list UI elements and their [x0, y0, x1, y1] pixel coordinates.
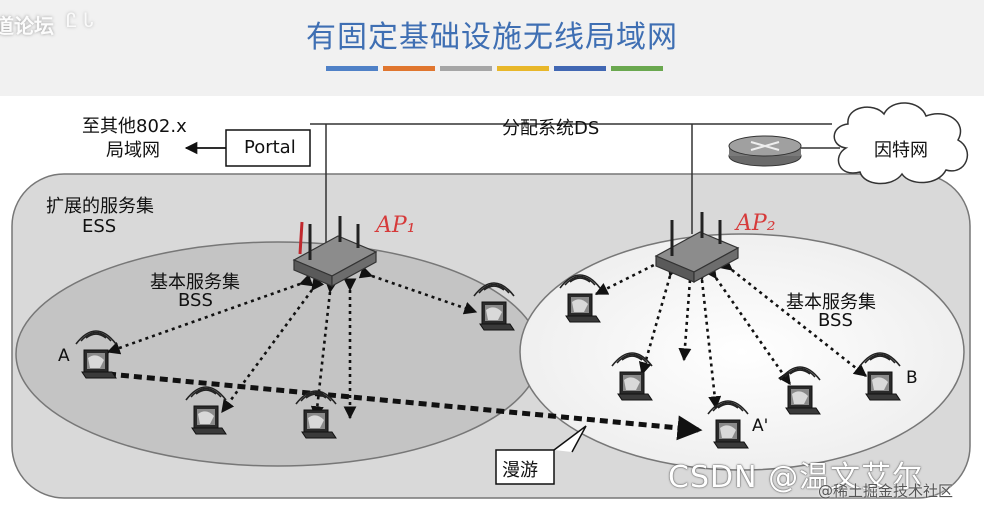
bss2-label-1: 基本服务集 [786, 292, 876, 313]
color-bar-1 [326, 66, 378, 71]
portal-box [225, 129, 311, 167]
bss1-label-1: 基本服务集 [150, 272, 240, 293]
router-icon [728, 135, 802, 167]
ess-label-1: 扩展的服务集 [46, 196, 154, 217]
color-bar-6 [611, 66, 663, 71]
roaming-box [495, 449, 555, 485]
ap2-label: AP₂ [734, 211, 776, 236]
header-band: 道论坛 Ꮭ Ꮣ 有固定基础设施无线局域网 [0, 0, 984, 96]
color-bar-2 [383, 66, 435, 71]
internet-cloud [833, 102, 969, 185]
roaming-label: 漫游 [502, 460, 538, 481]
watermark-sub: @稀土掘金技术社区 [818, 482, 954, 500]
bss2-ellipse [519, 233, 965, 471]
ds-label: 分配系统DS [502, 118, 600, 139]
color-bar-4 [497, 66, 549, 71]
internet-label: 因特网 [874, 140, 928, 161]
bss2-label-2: BSS [818, 310, 853, 331]
other-lan-label-2: 局域网 [106, 140, 160, 161]
ess-label-2: ESS [82, 216, 117, 237]
roaming-path [107, 371, 703, 441]
watermark-main: CSDN @温文艾尔 [668, 460, 924, 495]
station-a-prime-label: A' [752, 416, 769, 436]
portal-label: Portal [244, 137, 296, 158]
station-b-label: B [906, 368, 918, 388]
other-lan-label-1: 至其他802.x [82, 116, 187, 137]
logo-mark: Ꮭ Ꮣ [66, 8, 94, 32]
color-bar-5 [554, 66, 606, 71]
ap1-label: AP₁ [374, 213, 416, 238]
bss1-label-2: BSS [178, 290, 213, 311]
page-title: 有固定基础设施无线局域网 [306, 20, 678, 55]
roaming-callout-tail [553, 425, 587, 453]
color-bar-3 [440, 66, 492, 71]
station-a-label: A [58, 346, 70, 366]
logo-text: 道论坛 [0, 14, 54, 38]
ap1-red-antenna [298, 221, 304, 255]
